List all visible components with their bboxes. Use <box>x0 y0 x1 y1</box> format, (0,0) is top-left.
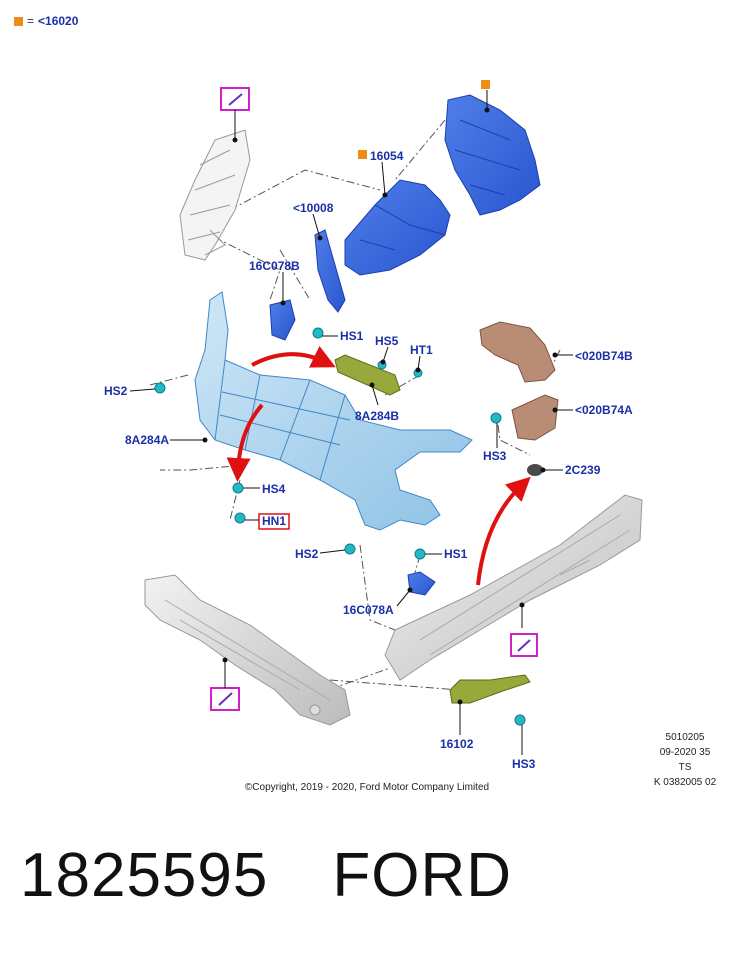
part-caption: 1825595 FORD <box>20 840 512 911</box>
orange-square-icon <box>14 16 23 26</box>
part-16C078B-bracket <box>269 299 296 341</box>
fastener-hs3-bottom <box>514 714 526 726</box>
edit-pencil-icons <box>218 93 531 706</box>
label-8A284A: 8A284A <box>125 433 169 447</box>
part-2C239-grommet <box>527 464 543 476</box>
fastener-hs1-top <box>312 327 324 339</box>
part-8A284B-bracket <box>334 354 401 396</box>
part-number: 1825595 <box>20 841 269 910</box>
part-020B74B-bracket <box>479 321 556 383</box>
right-side-rail <box>384 494 643 681</box>
arrow-to-2C239 <box>476 476 531 586</box>
legend-label: <16020 <box>38 14 79 28</box>
fasteners <box>154 327 526 726</box>
label-hs2-left: HS2 <box>104 384 128 398</box>
part-16054-bracket <box>344 179 451 276</box>
meta-line: K 0382005 02 <box>653 777 717 788</box>
label-16C078B: 16C078B <box>249 259 300 273</box>
meta-line: TS <box>678 762 692 773</box>
label-020B74B: <020B74B <box>575 349 633 363</box>
fastener-hn1 <box>234 512 246 524</box>
radiator-support-frame <box>194 291 473 531</box>
fastener-hs2-bottom <box>344 543 356 555</box>
label-hs3-top: HS3 <box>483 449 507 463</box>
label-8A284B: 8A284B <box>355 409 399 423</box>
label-hs4: HS4 <box>262 482 286 496</box>
label-10008: <10008 <box>293 201 334 215</box>
drawing-meta: 5010205 09-2020 35 TS K 0382005 02 <box>640 730 730 790</box>
fastener-hs2-left <box>154 382 166 394</box>
copyright: ©Copyright, 2019 - 2020, Ford Motor Comp… <box>244 782 490 793</box>
fastener-hs3-top <box>490 412 502 424</box>
brand-name: FORD <box>332 841 513 910</box>
left-lower-rail <box>144 574 351 726</box>
meta-line: 09-2020 35 <box>659 747 711 758</box>
pencil-icon <box>517 639 531 652</box>
label-hs5: HS5 <box>375 334 399 348</box>
leader-lines <box>129 90 573 755</box>
orange-square-icon <box>481 80 490 89</box>
label-2C239: 2C239 <box>565 463 601 477</box>
fastener-hs4 <box>232 482 244 494</box>
label-hn1: HN1 <box>262 514 286 528</box>
label-hs1-bottom: HS1 <box>444 547 468 561</box>
meta-line: 5010205 <box>665 732 705 743</box>
label-hs3-bottom: HS3 <box>512 757 536 771</box>
label-020B74A: <020B74A <box>575 403 633 417</box>
arrow-to-hs4 <box>226 403 264 482</box>
orange-square-icon <box>358 150 367 159</box>
part-020B74A-bracket <box>511 394 559 441</box>
pencil-icon <box>228 93 243 106</box>
label-ht1: HT1 <box>410 343 433 357</box>
part-10008-strap <box>314 229 346 313</box>
fastener-hs1-bottom <box>414 548 426 560</box>
legend-equals: = <box>27 14 35 28</box>
label-16102: 16102 <box>440 737 474 751</box>
upper-left-bracket <box>179 129 251 261</box>
upper-right-panel <box>444 94 541 216</box>
label-16054: 16054 <box>370 149 404 163</box>
hn1-box <box>258 513 290 530</box>
arrow-to-8A284B <box>251 345 336 368</box>
label-16C078A: 16C078A <box>343 603 394 617</box>
red-arrows <box>226 345 531 586</box>
pencil-icon <box>218 692 233 706</box>
label-hs2-bottom: HS2 <box>295 547 319 561</box>
part-16102-bracket <box>449 674 531 704</box>
highlight-box-right <box>510 633 538 657</box>
label-hs1-top: HS1 <box>340 329 364 343</box>
part-16C078A-bracket <box>407 571 436 596</box>
legend: = <16020 <box>14 14 78 28</box>
